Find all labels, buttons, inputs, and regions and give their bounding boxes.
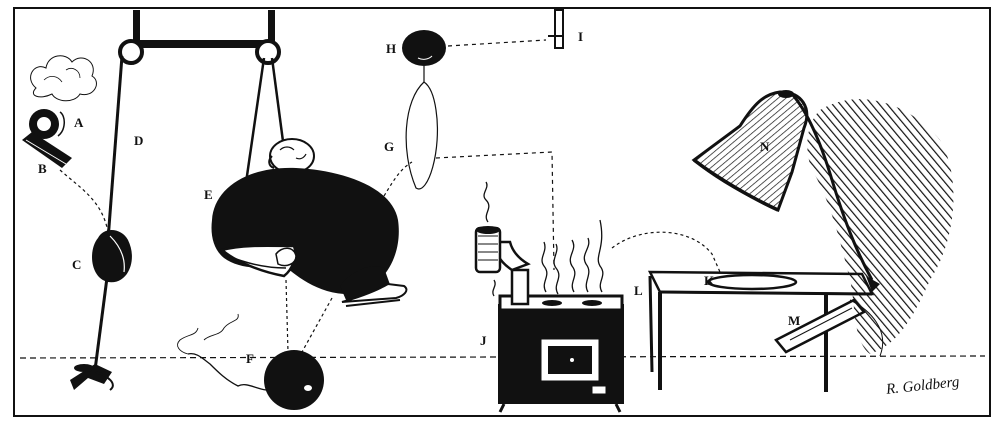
dashed-path-G-to-J	[435, 151, 555, 271]
label-D: D	[134, 133, 144, 148]
pulley-right	[255, 39, 281, 65]
rope-D	[93, 55, 124, 371]
label-A: A	[74, 115, 84, 130]
alarm-clock-A	[29, 109, 65, 139]
label-M: M	[788, 313, 801, 328]
wall-hook-I	[548, 9, 564, 49]
wall-shadow	[807, 99, 954, 357]
dashed-path-H-to-I	[447, 39, 547, 47]
label-F: F	[246, 351, 254, 366]
string-loop-G	[405, 81, 439, 190]
label-C: C	[72, 257, 82, 272]
bomb-F	[177, 313, 324, 410]
label-G: G	[384, 139, 395, 154]
steam-lines	[483, 181, 604, 297]
label-B: B	[38, 161, 47, 176]
label-I: I	[578, 29, 584, 44]
dashed-path-J-to-K	[611, 231, 721, 273]
label-E: E	[204, 187, 213, 202]
sandbag-C	[92, 229, 132, 283]
smoke-cloud	[30, 55, 97, 102]
label-J: J	[480, 333, 487, 348]
dashed-path-E-to-G	[383, 161, 413, 197]
ceiling-pulley-assembly	[118, 10, 281, 65]
bowl-K	[706, 273, 798, 291]
man-E	[211, 138, 408, 307]
stove-pipe	[474, 226, 531, 306]
label-H: H	[386, 41, 397, 56]
lamp-N	[691, 90, 880, 292]
pulley-left	[118, 39, 144, 65]
dashed-paths-E-to-F	[285, 279, 333, 353]
balloon-H	[402, 30, 446, 82]
dashed-path-B-to-C	[59, 169, 109, 233]
label-K: K	[704, 273, 715, 288]
floor-hook	[70, 364, 114, 391]
label-N: N	[760, 139, 770, 154]
label-L: L	[634, 283, 643, 298]
stove-J	[498, 294, 624, 413]
cannon-B	[22, 132, 72, 168]
frame-border	[13, 7, 991, 417]
